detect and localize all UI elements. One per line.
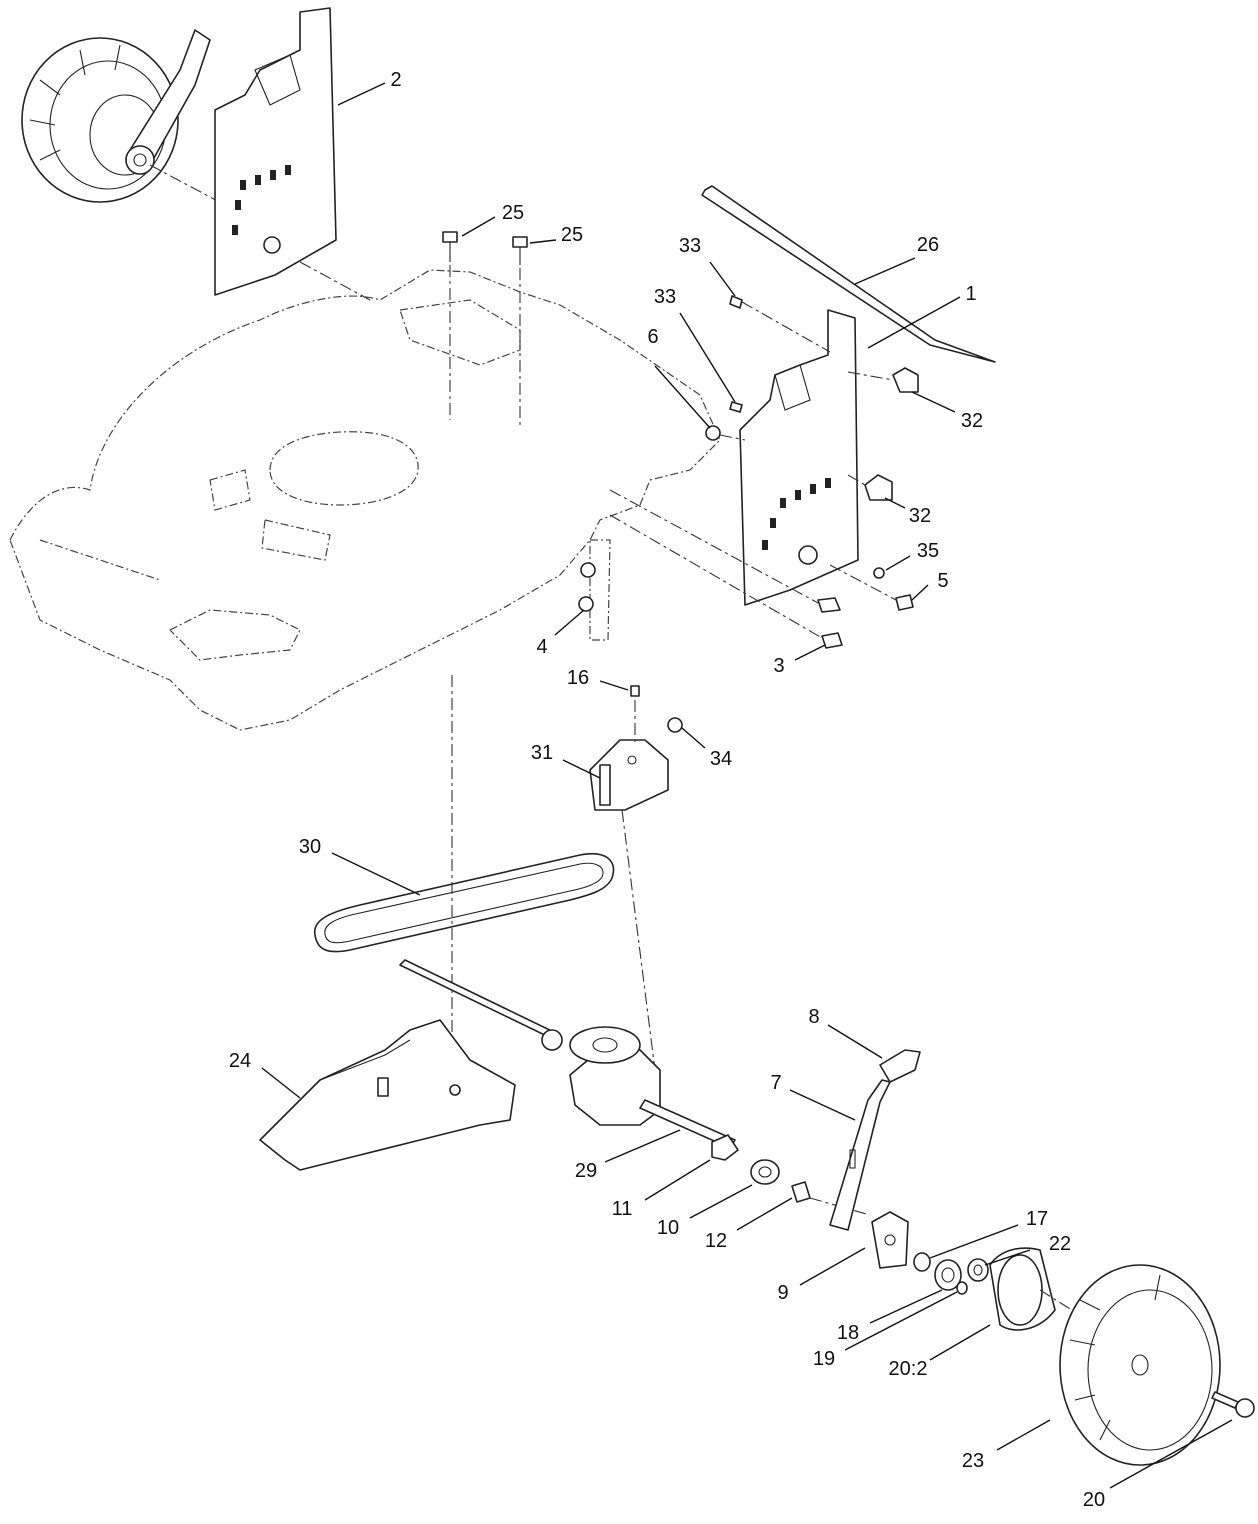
- bearing-11: [711, 1134, 739, 1161]
- callout-9: 9: [777, 1282, 788, 1304]
- callout-12: 12: [705, 1230, 727, 1252]
- bolt-5: [895, 594, 914, 611]
- transmission-29: [399, 959, 736, 1149]
- bolt-25-left: [442, 231, 458, 262]
- cable-bracket-31: [589, 739, 669, 811]
- screw-33-upper: [729, 295, 743, 309]
- front-wheel-assembly: [21, 29, 211, 203]
- callout-17: 17: [1026, 1208, 1048, 1230]
- plate-9: [871, 1211, 909, 1269]
- clip-32-lower: [864, 474, 893, 501]
- callout-33-upper: 33: [679, 235, 701, 257]
- rear-wheel-22: [1059, 1264, 1221, 1466]
- callout-4: 4: [536, 636, 547, 658]
- callout-10: 10: [657, 1217, 679, 1239]
- bolt-3-upper: [817, 597, 841, 613]
- belt-shield-24: [259, 1019, 516, 1171]
- callout-11: 11: [612, 1198, 633, 1220]
- callout-20-2: 22: [1049, 1233, 1071, 1255]
- pinion-gear-18: [934, 1259, 962, 1291]
- bushing-12: [791, 1181, 811, 1203]
- bearing-10: [750, 1159, 780, 1185]
- callout-25-right: 25: [561, 224, 583, 246]
- callout-6: 6: [647, 326, 658, 348]
- wheel-gear-20: [989, 1247, 1056, 1331]
- drive-belt-30: [313, 853, 615, 953]
- height-adjust-bracket-left: [214, 7, 337, 296]
- callout-35: 35: [917, 540, 939, 562]
- callout-32-lower: 32: [909, 505, 931, 527]
- clip-32-upper: [892, 367, 919, 393]
- callout-34: 34: [710, 748, 732, 770]
- height-lever-7: [829, 1079, 891, 1231]
- screw-33-lower: [729, 401, 743, 413]
- callout-7: 7: [770, 1072, 781, 1094]
- callout-29: 29: [575, 1160, 597, 1182]
- washer-20-2: [967, 1258, 989, 1282]
- nut-6: [705, 425, 721, 441]
- wheel-bolt-23: [1211, 1391, 1255, 1418]
- screw-16: [630, 685, 640, 697]
- lever-grip-8: [879, 1049, 921, 1083]
- nut-34: [667, 717, 683, 733]
- callout-20: 20:2: [889, 1358, 928, 1380]
- callout-23: 20: [1083, 1489, 1105, 1511]
- callout-3: 3: [773, 655, 784, 677]
- callout-33-lower: 33: [654, 286, 676, 308]
- screw-35: [873, 567, 885, 579]
- height-adjust-bracket-right: [739, 309, 859, 606]
- callout-1: 1: [965, 283, 976, 305]
- callout-22: 23: [962, 1450, 984, 1472]
- bolt-25-right: [512, 236, 528, 265]
- callout-2: 2: [390, 69, 401, 91]
- height-rod: [701, 185, 996, 363]
- mower-deck-outline: [9, 269, 721, 731]
- callout-16: 16: [567, 667, 589, 689]
- callout-8: 8: [808, 1006, 819, 1028]
- callout-32-upper: 32: [961, 410, 983, 432]
- nut-4-upper: [580, 562, 596, 578]
- callout-18: 18: [837, 1322, 859, 1344]
- callout-30: 30: [299, 836, 321, 858]
- leader-lines: [261, 82, 1233, 1489]
- callout-24: 24: [229, 1050, 251, 1072]
- callout-31: 31: [531, 742, 553, 764]
- callout-19: 19: [813, 1348, 835, 1370]
- nut-4-lower: [578, 596, 594, 612]
- bolt-3-lower: [821, 632, 843, 649]
- retaining-ring-19: [956, 1281, 968, 1295]
- callout-26: 26: [917, 234, 939, 256]
- washer-17: [913, 1252, 931, 1272]
- callout-25-left: 25: [502, 202, 524, 224]
- callout-5: 5: [937, 570, 948, 592]
